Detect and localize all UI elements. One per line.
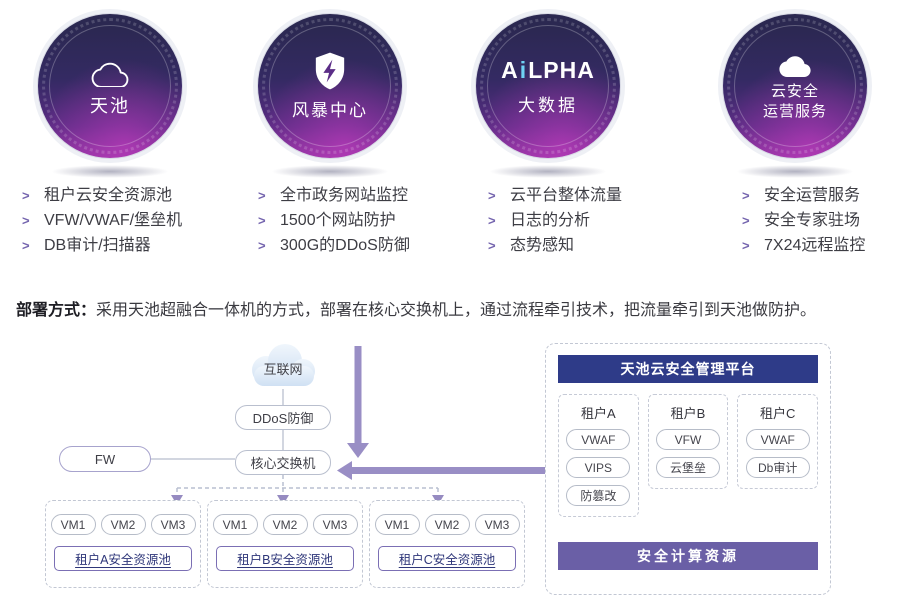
vm-row: VM1 VM2 VM3 — [374, 514, 520, 535]
vm-node: VM2 — [424, 514, 470, 535]
feature-item: 租户云安全资源池 — [22, 183, 182, 208]
service-chip: 防篡改 — [566, 485, 631, 506]
shield-bolt-icon — [315, 52, 345, 90]
feature-item: DB审计/扫描器 — [22, 233, 182, 258]
badge-title-line2: 运营服务 — [762, 102, 827, 120]
badge-shadow — [51, 165, 169, 178]
feature-item: 全市政务网站监控 — [258, 183, 410, 208]
feature-item: 安全专家驻场 — [742, 208, 865, 233]
badge-cloud-ops: 云安全 运营服务 — [723, 14, 867, 178]
feature-list-tianchi: 租户云安全资源池 VFW/VWAF/堡垒机 DB审计/扫描器 — [22, 183, 182, 258]
feature-item: 态势感知 — [488, 233, 622, 258]
badge-circle-cloud-ops: 云安全 运营服务 — [723, 14, 867, 158]
vm-node: VM1 — [50, 514, 96, 535]
architecture-diagram: 互联网 DDoS防御 核心交换机 FW VM1 VM2 VM3 租户A安全资源池… — [0, 330, 912, 608]
tenant-c-pool: VM1 VM2 VM3 租户C安全资源池 — [369, 500, 525, 588]
platform-footer: 安全计算资源 — [558, 542, 818, 570]
tenant-a-pool: VM1 VM2 VM3 租户A安全资源池 — [45, 500, 201, 588]
pool-label: 租户A安全资源池 — [54, 546, 192, 571]
vm-row: VM1 VM2 VM3 — [50, 514, 196, 535]
badge-storm-center: 风暴中心 — [258, 14, 402, 178]
vm-node: VM3 — [150, 514, 196, 535]
platform-tenant-c: 租户C VWAF Db审计 — [737, 394, 819, 489]
ailpha-logo: AiLPHA — [501, 57, 595, 84]
feature-item: 7X24远程监控 — [742, 233, 865, 258]
badge-shadow — [736, 165, 854, 178]
platform-tenant-a: 租户A VWAF VIPS 防篡改 — [558, 394, 639, 517]
service-chip: 云堡垒 — [656, 457, 720, 478]
tenant-label: 租户A — [581, 406, 616, 421]
platform-title: 天池云安全管理平台 — [558, 355, 818, 383]
badge-title: 天池 — [90, 95, 130, 116]
badge-circle-storm: 风暴中心 — [258, 14, 402, 158]
vm-node: VM3 — [474, 514, 520, 535]
service-chip: Db审计 — [745, 457, 810, 478]
brand-part: LPHA — [528, 56, 595, 83]
badge-title-line1: 云安全 — [770, 82, 819, 100]
cloud-shape-icon — [252, 344, 315, 386]
ring-ticks — [480, 18, 616, 154]
badge-circle-tianchi: 天池 — [38, 14, 182, 158]
feature-item: VFW/VWAF/堡垒机 — [22, 208, 182, 233]
service-chip: VIPS — [566, 457, 631, 478]
badge-title: 风暴中心 — [292, 101, 368, 120]
deploy-description: 部署方式：采用天池超融合一体机的方式，部署在核心交换机上，通过流程牵引技术，把流… — [16, 296, 816, 320]
cloud-outline-icon — [91, 62, 129, 87]
connector-lines — [151, 346, 545, 505]
service-chip: VFW — [656, 429, 720, 450]
platform-tenant-b: 租户B VFW 云堡垒 — [647, 394, 729, 489]
pool-label: 租户C安全资源池 — [378, 546, 516, 571]
badge-ailpha-bigdata: AiLPHA 大数据 — [476, 14, 620, 178]
badge-tianchi: 天池 — [38, 14, 182, 178]
ring-thin — [487, 25, 609, 147]
service-chip: VWAF — [745, 429, 810, 450]
vm-node: VM2 — [100, 514, 146, 535]
internet-label: 互联网 — [263, 362, 303, 377]
platform-columns: 租户A VWAF VIPS 防篡改 租户B VFW 云堡垒 租户C VWAF D… — [558, 394, 819, 517]
tenant-label: 租户C — [759, 406, 796, 421]
feature-list-bigdata: 云平台整体流量 日志的分析 态势感知 — [488, 183, 622, 258]
feature-item: 云平台整体流量 — [488, 183, 622, 208]
feature-item: 安全运营服务 — [742, 183, 865, 208]
badge-circle-ailpha: AiLPHA 大数据 — [476, 14, 620, 158]
badge-title: 大数据 — [518, 95, 578, 115]
badge-shadow — [489, 165, 607, 178]
ddos-defense-node: DDoS防御 — [235, 405, 331, 430]
feature-item: 300G的DDoS防御 — [258, 233, 410, 258]
tenant-label: 租户B — [670, 406, 706, 421]
badge-shadow — [271, 165, 389, 178]
vm-row: VM1 VM2 VM3 — [212, 514, 358, 535]
brand-i-mark: i — [519, 56, 528, 83]
vm-node: VM3 — [312, 514, 358, 535]
core-switch-node: 核心交换机 — [235, 450, 331, 475]
vm-node: VM1 — [212, 514, 258, 535]
internet-cloud: 互联网 — [236, 342, 330, 392]
vm-node: VM1 — [374, 514, 420, 535]
firewall-node: FW — [59, 446, 151, 472]
feature-item: 日志的分析 — [488, 208, 622, 233]
feature-item: 1500个网站防护 — [258, 208, 410, 233]
security-management-platform: 天池云安全管理平台 租户A VWAF VIPS 防篡改 租户B VFW 云堡垒 … — [545, 343, 831, 595]
brand-part: A — [501, 56, 519, 83]
deploy-text: 采用天池超融合一体机的方式，部署在核心交换机上，通过流程牵引技术，把流量牵引到天… — [96, 302, 817, 319]
service-chip: VWAF — [566, 429, 631, 450]
vm-node: VM2 — [262, 514, 308, 535]
deploy-label: 部署方式： — [16, 302, 97, 319]
tenant-b-pool: VM1 VM2 VM3 租户B安全资源池 — [207, 500, 363, 588]
feature-list-cloud-ops: 安全运营服务 安全专家驻场 7X24远程监控 — [742, 183, 865, 258]
pool-label: 租户B安全资源池 — [216, 546, 354, 571]
cloud-solid-icon — [779, 55, 811, 77]
feature-list-storm: 全市政务网站监控 1500个网站防护 300G的DDoS防御 — [258, 183, 410, 258]
